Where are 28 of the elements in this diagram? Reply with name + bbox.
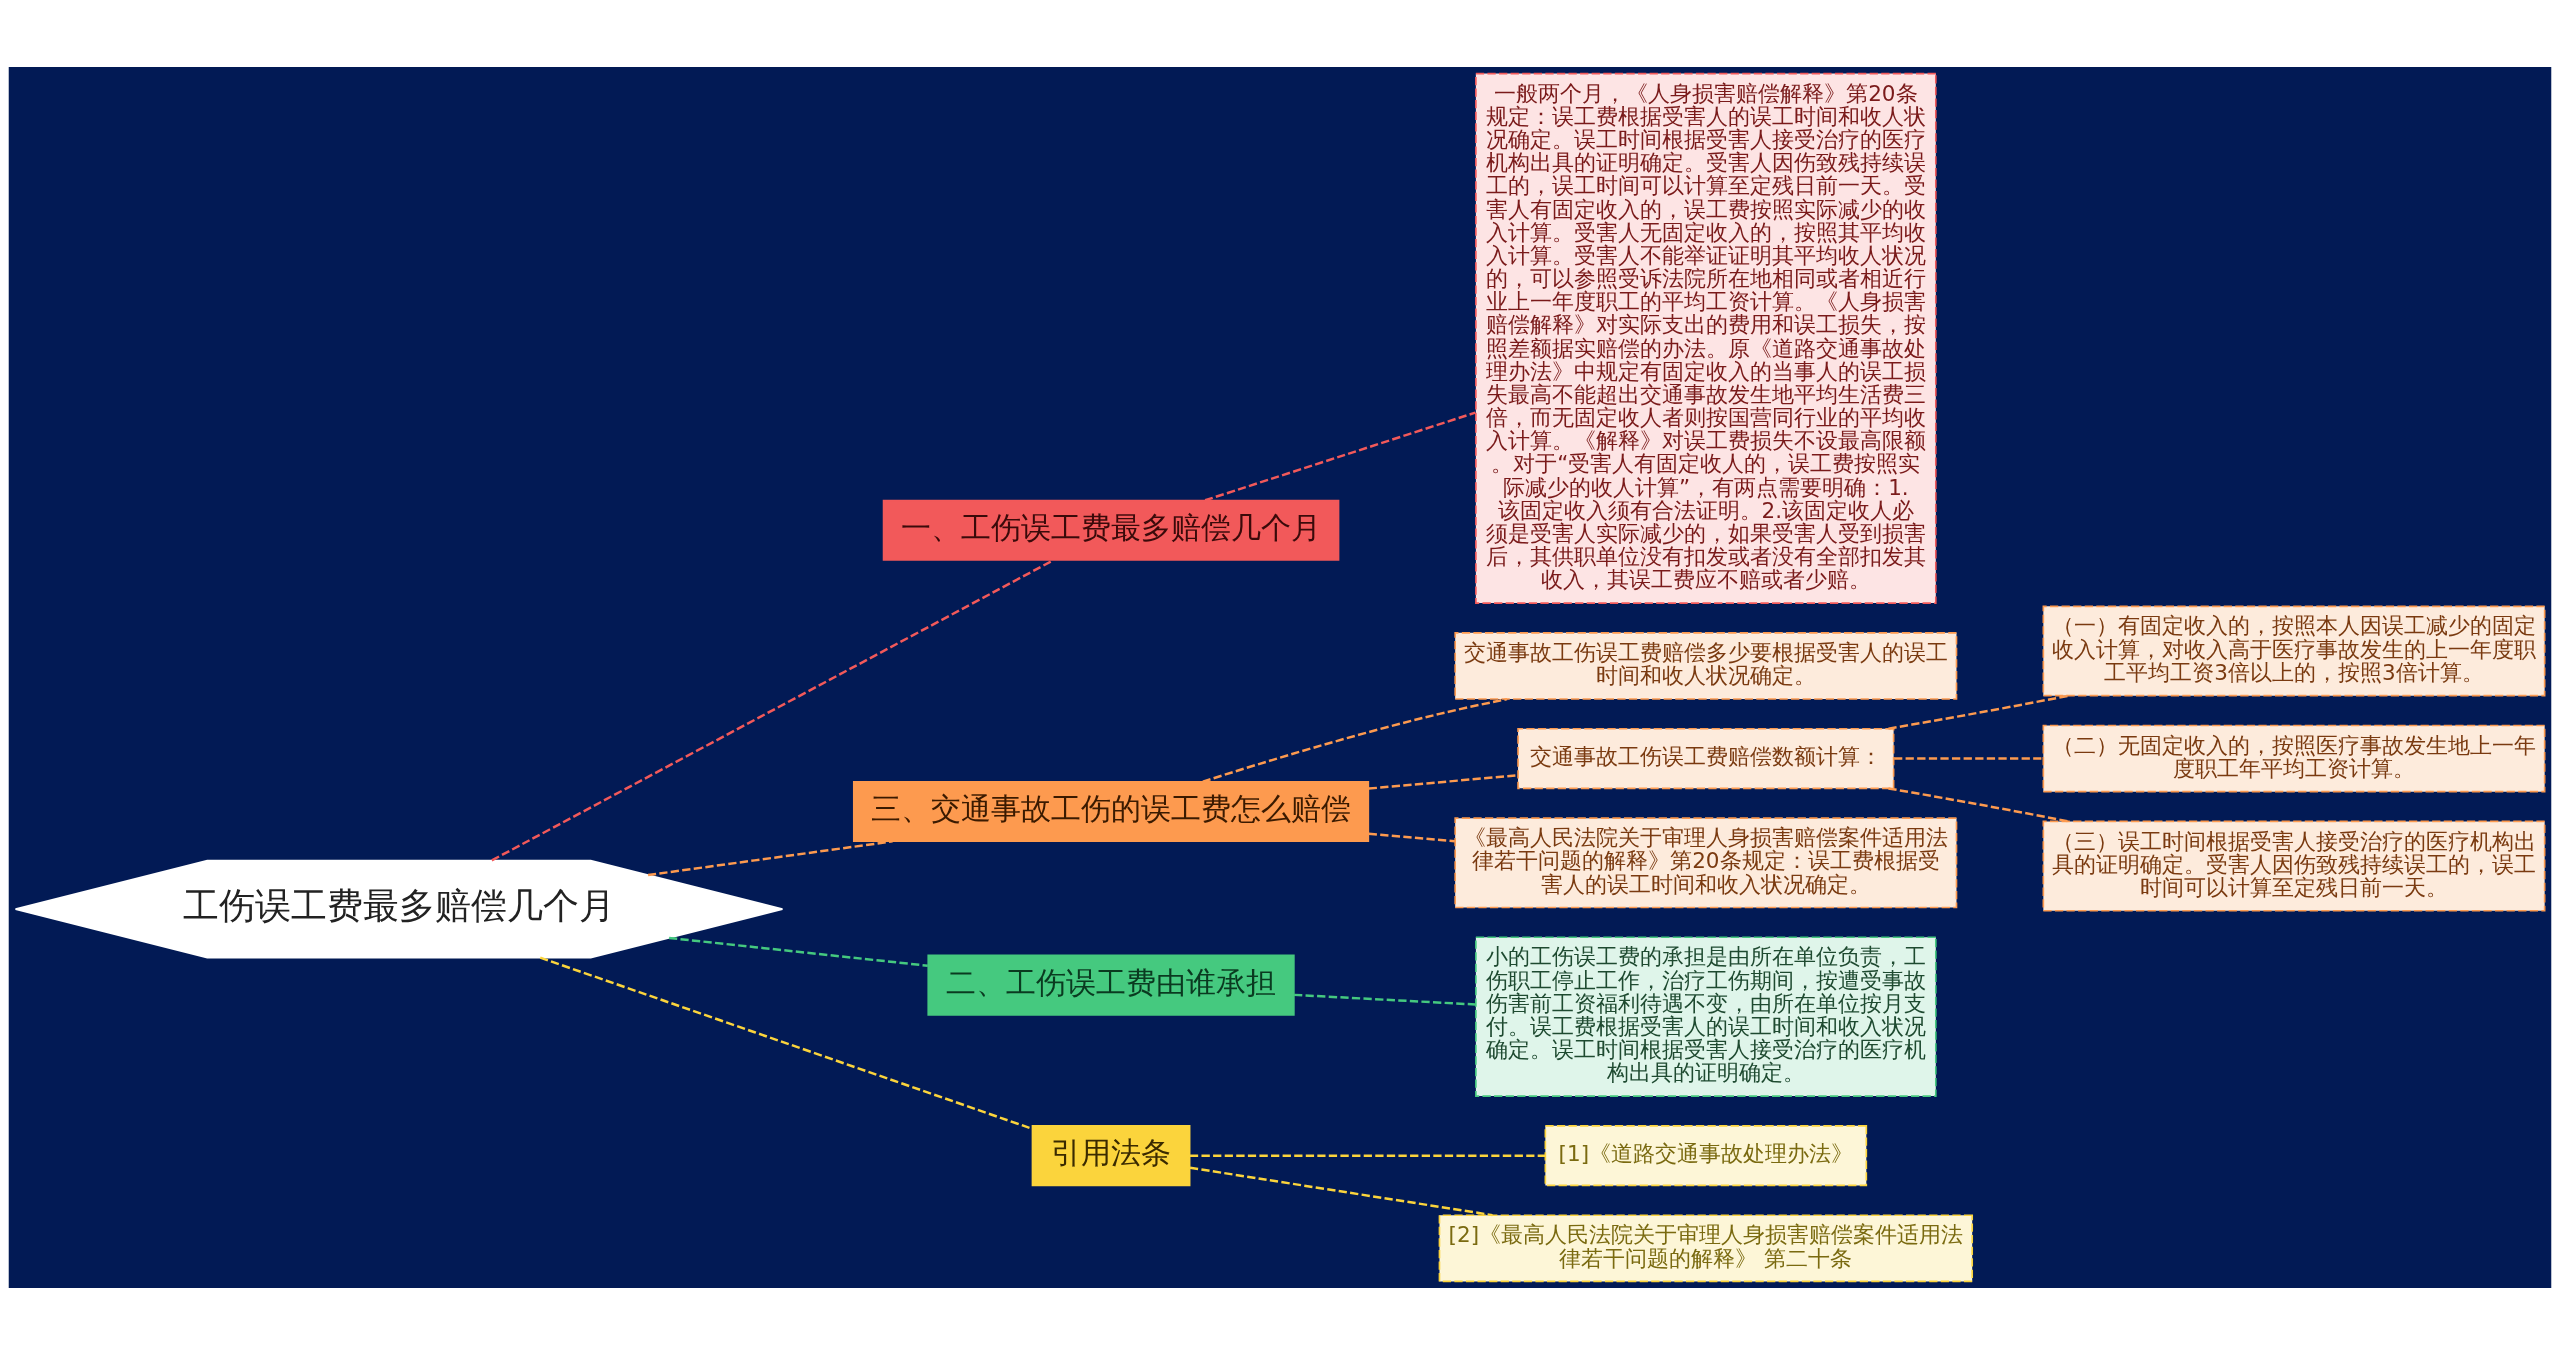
node-box: 一般两个月，《人身损害赔偿解释》第20条规定：误工费根据受害人的误工时间和收人状况确定。误工时间根据受害人接受治疗的医疗机构出具的证明确定。受害人因伤致残持续误工的，误工时间可以计算至定残日前一天。受害人有固定收入的，误工费按照实际减少的收入计算。受害人无固定收入的，按照其平均收入计算。受害人不能举证证明其平均收人状况的，可以参照受诉法院所在地相同或者相近行业上一年度职工的平均工资计算。《人身损害赔偿解释》对实际支出的费用和误工损失，按照差额据实赔偿的办法。原《道路交通事故处理办法》中规定有固定收入的当事人的误工损失最高不能超出交通事故发生地平均生活费三倍，而无固定收人者则按国营同行业的平均收入计算。《解释》对误工费损失不设最高限额。对于“受害人有固定收人的，误工费按照实际减少的收人计算”，有两点需要明确：1.该固定收入须有合法证明。2.该固定收人必须是受害人实际减少的，如果受害人受到损害后，其供职单位没有扣发或者没有全部扣发其收入，其误工费应不赔或者少赔。 — [1475, 72, 1937, 604]
connector — [1189, 1166, 1493, 1217]
connector — [1888, 694, 2069, 730]
connector — [668, 936, 928, 967]
connector — [1204, 411, 1476, 502]
node-box: （二）无固定收入的，按照医疗事故发生地上一年度职工年平均工资计算。 — [2042, 724, 2546, 793]
node-box: [1]《道路交通事故处理办法》 — [1544, 1125, 1868, 1187]
node-box: 引用法条 — [1031, 1125, 1191, 1187]
connector — [1368, 774, 1518, 790]
node-box: 交通事故工伤误工费赔偿数额计算： — [1517, 727, 1895, 790]
node-box: （三）误工时间根据受害人接受治疗的医疗机构出具的证明确定。受害人因伤致残持续误工的，误工时间可以计算至定残日前一天。 — [2042, 820, 2546, 912]
node-box: 一、工伤误工费最多赔偿几个月 — [882, 499, 1340, 561]
connector — [1202, 697, 1508, 783]
node-box: （一）有固定收入的，按照本人因误工减少的固定收入计算，对收入高于医疗事故发生的上一年度职工平均工资3倍以上的，按照3倍计算。 — [2042, 605, 2546, 697]
connector — [1888, 787, 2069, 823]
node-box: 三、交通事故工伤的误工费怎么赔偿 — [852, 780, 1370, 843]
connector — [1894, 757, 2043, 760]
connector — [647, 840, 893, 877]
node-box: [2]《最高人民法院关于审理人身损害赔偿案件适用法律若干问题的解释》 第二十条 — [1438, 1214, 1974, 1283]
connector — [1190, 1154, 1546, 1157]
node-box: 《最高人民法院关于审理人身损害赔偿案件适用法律若干问题的解释》第20条规定：误工费根据受害人的误工时间和收入状况确定。 — [1454, 817, 1958, 909]
connector — [1368, 832, 1455, 843]
node-box: 交通事故工伤误工费赔偿多少要根据受害人的误工时间和收人状况确定。 — [1454, 632, 1958, 700]
node-box: 小的工伤误工费的承担是由所在单位负责，工伤职工停止工作，治疗工伤期间，按遭受事故伤害前工资福利待遇不变，由所在单位按月支付。误工费根据受害人的误工时间和收入状况确定。误工时间根据受害人接受治疗的医疗机构出具的证明确定。 — [1475, 936, 1937, 1097]
connector — [1294, 993, 1476, 1006]
node-box: 二、工伤误工费由谁承担 — [927, 954, 1295, 1016]
connector — [491, 559, 1054, 862]
connector — [539, 956, 1033, 1130]
